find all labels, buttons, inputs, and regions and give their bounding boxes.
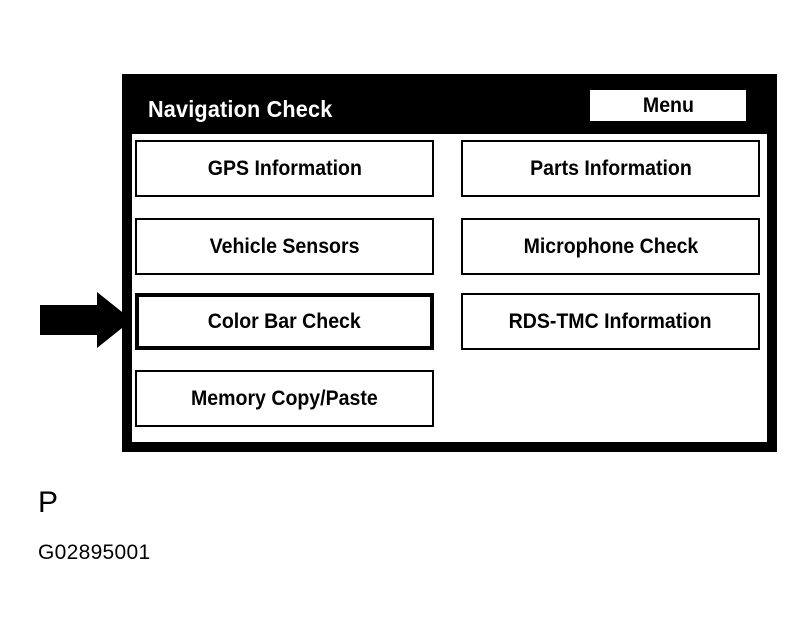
button-color-bar-check-label: Color Bar Check bbox=[207, 310, 362, 333]
button-microphone-check[interactable]: Microphone Check bbox=[461, 218, 760, 275]
button-gps-information[interactable]: GPS Information bbox=[135, 140, 434, 197]
menu-button-label: Menu bbox=[642, 93, 694, 117]
figure-caption: P G02895001 bbox=[38, 486, 438, 564]
caption-letter: P bbox=[38, 486, 59, 519]
navigation-button-grid: GPS Information Vehicle Sensors Color Ba… bbox=[132, 134, 767, 442]
button-color-bar-check[interactable]: Color Bar Check bbox=[135, 293, 434, 350]
button-memory-copy-paste[interactable]: Memory Copy/Paste bbox=[135, 370, 434, 427]
button-gps-information-label: GPS Information bbox=[207, 157, 362, 180]
button-rds-tmc-information-label: RDS-TMC Information bbox=[509, 310, 712, 333]
button-memory-copy-paste-label: Memory Copy/Paste bbox=[191, 387, 378, 410]
right-arrow-icon bbox=[40, 292, 132, 348]
button-parts-information[interactable]: Parts Information bbox=[461, 140, 760, 197]
button-vehicle-sensors[interactable]: Vehicle Sensors bbox=[135, 218, 434, 275]
navigation-check-screen: Navigation Check Menu GPS Information Ve… bbox=[122, 74, 777, 452]
caption-code: G02895001 bbox=[38, 541, 151, 564]
page-title: Navigation Check bbox=[148, 95, 333, 122]
button-rds-tmc-information[interactable]: RDS-TMC Information bbox=[461, 293, 760, 350]
screen-title-bar: Navigation Check Menu bbox=[132, 84, 767, 134]
button-parts-information-label: Parts Information bbox=[529, 157, 692, 180]
button-vehicle-sensors-label: Vehicle Sensors bbox=[209, 235, 360, 258]
menu-button[interactable]: Menu bbox=[589, 89, 747, 122]
button-microphone-check-label: Microphone Check bbox=[523, 235, 698, 258]
